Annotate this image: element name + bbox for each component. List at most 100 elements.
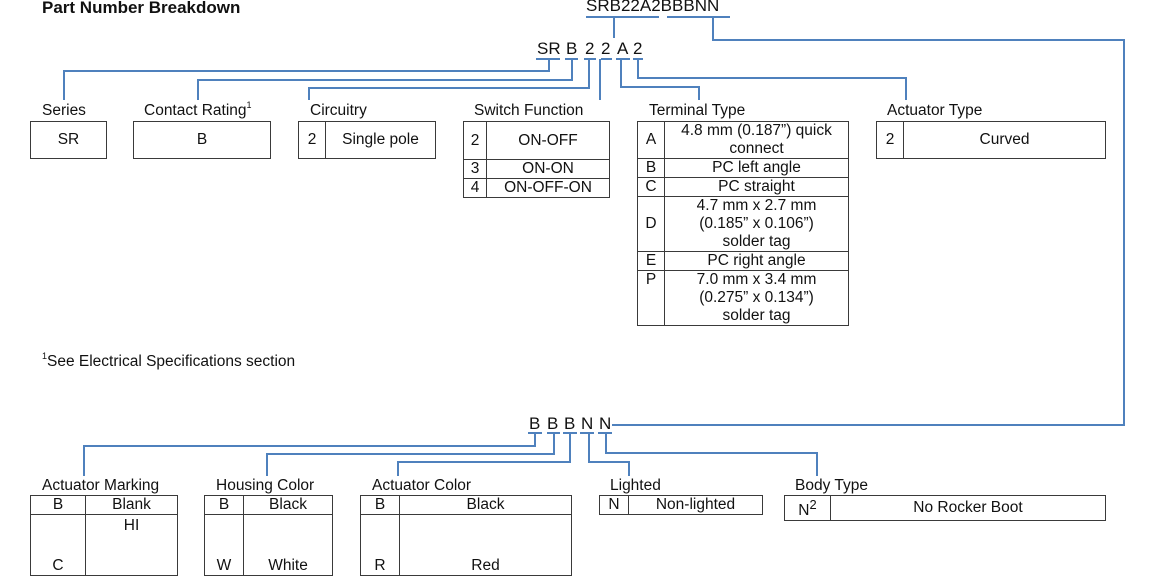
table-row: D 4.7 mm x 2.7 mm(0.185” x 0.106”)solder… <box>637 196 849 252</box>
option-desc: HI <box>85 514 178 576</box>
table-row: 2 Single pole <box>298 121 436 159</box>
table-actuator-marking: B Blank C HI <box>30 495 178 576</box>
option-desc: No Rocker Boot <box>830 494 1106 522</box>
option-desc: Single pole <box>325 121 436 159</box>
connector-contact-rating <box>197 59 573 100</box>
option-desc: Blank <box>85 495 178 515</box>
option-code: D <box>637 196 665 252</box>
option-code: P <box>637 270 665 326</box>
code-circuitry: 2 <box>585 39 595 58</box>
option-code: A <box>637 121 665 159</box>
table-row: 2 ON-OFF <box>463 121 610 160</box>
label-switch-function: Switch Function <box>474 102 584 119</box>
connector-housing-color <box>266 433 555 476</box>
option-desc: Black <box>399 495 572 515</box>
connector-series <box>63 59 550 100</box>
table-row: B PC left angle <box>637 158 849 178</box>
option-code: B <box>204 495 244 515</box>
option-desc: PC right angle <box>664 251 849 271</box>
label-body-type: Body Type <box>795 477 868 494</box>
connector-terminal-type <box>620 59 700 100</box>
table-row: 3 ON-ON <box>463 159 610 179</box>
page-title: Part Number Breakdown <box>42 0 241 17</box>
option-code: 2 <box>876 121 904 159</box>
option-code: E <box>637 251 665 271</box>
table-circuitry: 2 Single pole <box>298 121 436 159</box>
table-actuator-color: B Black R Red <box>360 495 572 576</box>
table-row: E PC right angle <box>637 251 849 271</box>
option-code: N2 <box>784 494 831 522</box>
table-row: C PC straight <box>637 177 849 197</box>
option-code: R <box>360 514 400 576</box>
table-row: B Black <box>360 495 572 515</box>
option-code: W <box>204 514 244 576</box>
option-desc: Black <box>243 495 333 515</box>
connector-actuator-color <box>397 433 571 476</box>
table-contact-rating: B <box>133 121 271 159</box>
code-actuator-marking: B <box>529 414 541 433</box>
option-code: 4 <box>463 178 487 198</box>
option-desc: 7.0 mm x 3.4 mm(0.275” x 0.134”)solder t… <box>664 270 849 326</box>
option-code: N <box>599 495 629 515</box>
table-row: 4 ON-OFF-ON <box>463 178 610 198</box>
connector-actuator-type <box>637 59 907 100</box>
option-code: 2 <box>298 121 326 159</box>
table-lighted: N Non-lighted <box>599 495 763 515</box>
connector-actuator-marking <box>83 433 536 476</box>
cell: B <box>133 121 271 159</box>
table-row: SR <box>30 121 107 159</box>
connector-circuitry <box>308 59 590 100</box>
table-row: N2 No Rocker Boot <box>784 494 1106 522</box>
table-row: C HI <box>30 514 178 576</box>
option-desc: PC straight <box>664 177 849 197</box>
code-switch-function: 2 <box>601 39 611 58</box>
option-desc: ON-OFF <box>486 121 610 160</box>
option-code: 2 <box>463 121 487 160</box>
connector-lines <box>63 16 1125 476</box>
label-contact-rating: Contact Rating1 <box>144 100 252 119</box>
label-actuator-marking: Actuator Marking <box>42 477 160 494</box>
option-code: B <box>30 495 86 515</box>
table-housing-color: B Black W White <box>204 495 333 576</box>
option-code: 3 <box>463 159 487 179</box>
option-desc: PC left angle <box>664 158 849 178</box>
label-housing-color: Housing Color <box>216 477 315 494</box>
table-row: B <box>133 121 271 159</box>
table-row: R Red <box>360 514 572 576</box>
code-terminal-type: A <box>617 39 629 58</box>
option-desc: 4.7 mm x 2.7 mm(0.185” x 0.106”)solder t… <box>664 196 849 252</box>
option-code: B <box>637 158 665 178</box>
code-actuator-type: 2 <box>633 39 643 58</box>
code-series: SR <box>537 39 561 58</box>
label-actuator-type: Actuator Type <box>887 102 983 119</box>
part-number-suffix: BBBNN <box>660 0 720 15</box>
label-circuitry: Circuitry <box>310 102 367 119</box>
connector-body-type <box>605 433 818 476</box>
code-body-type: N <box>599 414 612 433</box>
option-code: C <box>30 514 86 576</box>
cell: SR <box>30 121 107 159</box>
label-series: Series <box>42 102 86 119</box>
option-code: C <box>637 177 665 197</box>
full-part-number: SRB22A2BBBNN <box>586 0 719 16</box>
table-row: W White <box>204 514 333 576</box>
option-desc: White <box>243 514 333 576</box>
code-lighted: N <box>581 414 594 433</box>
code-housing-color: B <box>547 414 559 433</box>
option-desc: Curved <box>903 121 1106 159</box>
option-desc: ON-ON <box>486 159 610 179</box>
table-series: SR <box>30 121 107 159</box>
code-contact-rating: B <box>566 39 578 58</box>
label-lighted: Lighted <box>610 477 661 494</box>
footnote: 1See Electrical Specifications section <box>42 351 296 370</box>
option-desc: ON-OFF-ON <box>486 178 610 198</box>
table-actuator-type: 2 Curved <box>876 121 1106 159</box>
table-row: P 7.0 mm x 3.4 mm(0.275” x 0.134”)solder… <box>637 270 849 326</box>
table-body-type: N2 No Rocker Boot <box>784 494 1106 522</box>
connector-suffix <box>612 17 1125 426</box>
option-code: B <box>360 495 400 515</box>
connector-lighted <box>588 433 630 476</box>
